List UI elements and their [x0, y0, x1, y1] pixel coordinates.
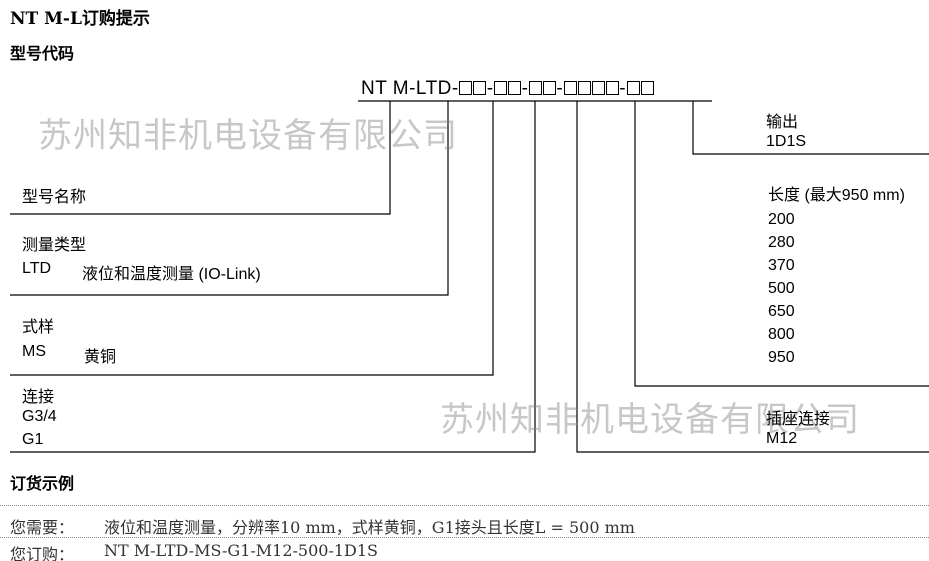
order-need-label: 您需要： [10, 518, 75, 537]
line-output [692, 101, 929, 155]
code-box [640, 81, 654, 95]
order-code-label: 您订购： [10, 545, 75, 561]
model-name-label: 型号名称 [22, 189, 87, 206]
style-code: MS [22, 343, 46, 360]
model-code: NT M-LTD- - - - - [361, 78, 654, 100]
measure-type-code: LTD [22, 260, 52, 277]
output-label: 输出 [766, 114, 799, 131]
order-code-value: NT M-LTD-MS-G1-M12-500-1D1S [104, 541, 379, 560]
code-prefix: NT M [361, 78, 410, 99]
style-label: 式样 [22, 319, 55, 336]
socket-label: 插座连接 [766, 411, 831, 428]
length-option: 800 [768, 326, 795, 343]
order-need-value: 液位和温度测量，分辨率10 mm，式样黄铜，G1接头且长度L = 500 mm [104, 518, 635, 537]
divider [0, 505, 929, 506]
line-measure-type [10, 101, 449, 296]
page-title: NT M-L订购提示 [10, 9, 150, 29]
code-dash: - [486, 78, 494, 99]
code-type: -LTD- [409, 78, 459, 99]
code-box [494, 81, 508, 95]
length-option: 370 [768, 257, 795, 274]
line-style [10, 101, 494, 376]
length-option: 950 [768, 349, 795, 366]
connection-option: G3/4 [22, 408, 57, 425]
code-box [459, 81, 473, 95]
connection-option: G1 [22, 431, 44, 448]
measure-type-label: 测量类型 [22, 237, 87, 254]
length-option: 280 [768, 234, 795, 251]
code-box [473, 81, 487, 95]
code-box [508, 81, 522, 95]
divider [0, 537, 929, 538]
code-box [591, 81, 605, 95]
code-dash: - [556, 78, 564, 99]
subtitle-model-code: 型号代码 [10, 46, 75, 63]
code-box [563, 81, 577, 95]
code-dash: - [521, 78, 529, 99]
code-box [626, 81, 640, 95]
watermark: 苏州知非机电设备有限公司 [440, 400, 860, 440]
line-model-name [10, 101, 391, 215]
socket-value: M12 [766, 430, 798, 447]
code-box [605, 81, 619, 95]
code-dash: - [619, 78, 627, 99]
code-box [542, 81, 556, 95]
length-option: 650 [768, 303, 795, 320]
length-label: 长度 (最大950 mm) [768, 187, 905, 204]
connection-label: 连接 [22, 389, 55, 406]
line-socket [576, 101, 929, 453]
line-connection [10, 101, 536, 453]
watermark: 苏州知非机电设备有限公司 [38, 116, 458, 156]
length-option: 200 [768, 211, 795, 228]
code-box [528, 81, 542, 95]
code-box [577, 81, 591, 95]
style-desc: 黄铜 [84, 349, 117, 366]
length-option: 500 [768, 280, 795, 297]
output-value: 1D1S [766, 133, 807, 150]
measure-type-desc: 液位和温度测量 (IO-Link) [82, 266, 261, 283]
order-example-title: 订货示例 [10, 476, 75, 493]
line-length [634, 101, 929, 387]
